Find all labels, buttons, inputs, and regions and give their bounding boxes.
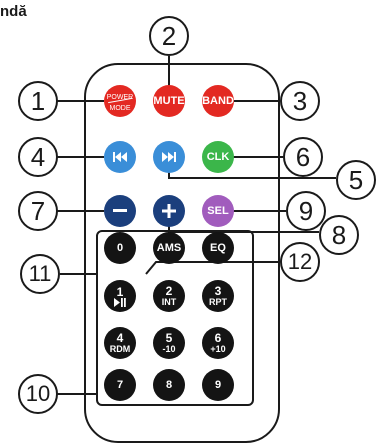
button-6-sub: +10 <box>210 344 226 354</box>
callout-5: 5 <box>336 160 376 200</box>
callout-3: 3 <box>280 81 320 121</box>
skip-back-icon <box>113 152 127 162</box>
button-1-number: 1 <box>116 284 124 299</box>
button-0[interactable]: 0 <box>104 232 136 264</box>
sel-button[interactable]: SEL <box>202 195 234 227</box>
leader-line-12 <box>145 261 280 275</box>
button-4-rdm[interactable]: 4 RDM <box>104 327 136 359</box>
next-button[interactable] <box>153 141 185 173</box>
eq-button[interactable]: EQ <box>202 232 234 264</box>
callout-8: 8 <box>319 215 359 255</box>
ams-button[interactable]: AMS <box>153 232 185 264</box>
callout-12: 12 <box>280 242 320 282</box>
button-6-plus10[interactable]: 6 +10 <box>202 327 234 359</box>
mode-label: MODE <box>109 105 131 112</box>
volume-down-button[interactable] <box>104 195 136 227</box>
button-3-rpt[interactable]: 3 RPT <box>202 280 234 312</box>
callout-4: 4 <box>18 137 58 177</box>
callout-11: 11 <box>20 254 60 294</box>
callout-6: 6 <box>283 137 323 177</box>
callout-10: 10 <box>18 374 58 414</box>
button-3-sub: RPT <box>209 297 227 307</box>
callout-2: 2 <box>149 16 189 56</box>
mute-button[interactable]: MUTE <box>153 85 185 117</box>
callout-7: 7 <box>18 191 58 231</box>
minus-icon <box>113 209 127 212</box>
button-4-number: 4 <box>116 331 124 345</box>
volume-up-button[interactable] <box>153 195 185 227</box>
button-7[interactable]: 7 <box>104 369 136 401</box>
button-8[interactable]: 8 <box>153 369 185 401</box>
previous-button[interactable] <box>104 141 136 173</box>
button-3-number: 3 <box>214 284 222 298</box>
button-1-play-pause[interactable]: 1 <box>104 280 136 312</box>
button-5-number: 5 <box>165 331 173 345</box>
skip-forward-icon <box>162 152 176 162</box>
header-text: ndă <box>0 3 27 20</box>
button-4-sub: RDM <box>109 344 131 354</box>
power-label: POWER <box>106 94 134 101</box>
play-pause-icon <box>114 297 126 307</box>
button-2-int[interactable]: 2 INT <box>153 280 185 312</box>
button-5-minus10[interactable]: 5 -10 <box>153 327 185 359</box>
button-2-number: 2 <box>165 284 173 298</box>
button-9[interactable]: 9 <box>202 369 234 401</box>
clk-button[interactable]: CLK <box>202 141 234 173</box>
callout-9: 9 <box>286 191 326 231</box>
callout-1: 1 <box>18 81 58 121</box>
button-5-sub: -10 <box>162 344 176 354</box>
power-mode-button[interactable]: POWER MODE <box>104 85 136 117</box>
band-button[interactable]: BAND <box>202 85 234 117</box>
button-6-number: 6 <box>214 331 222 345</box>
plus-icon <box>162 204 176 218</box>
button-2-sub: INT <box>161 297 177 307</box>
